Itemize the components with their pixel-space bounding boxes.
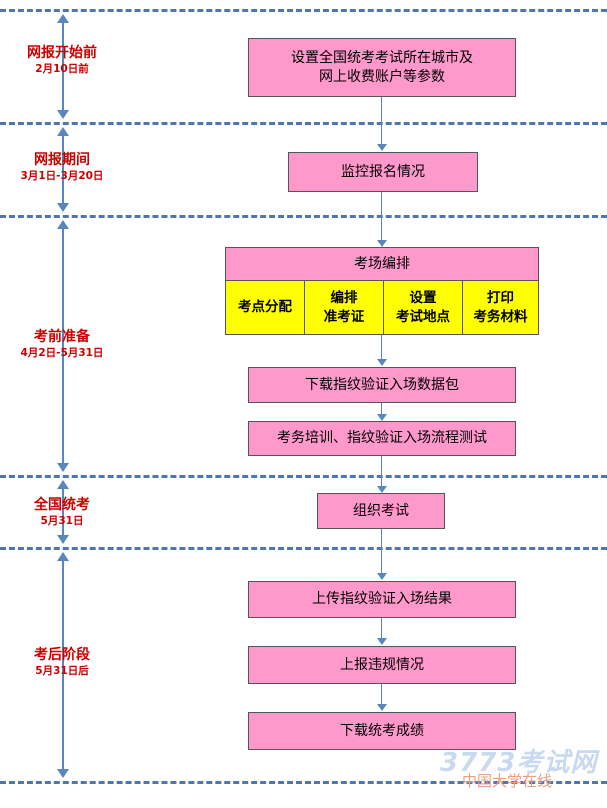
step-report-violations: 上报违规情况 [248, 646, 516, 684]
phase-label: 网报期间 3月1日-3月20日 [0, 151, 124, 184]
flow-arrowhead [377, 486, 387, 493]
phase-label: 网报开始前 2月10日前 [0, 44, 124, 77]
watermark-text: 中国大学在线 [462, 772, 553, 790]
phase-title: 考前准备 [34, 329, 90, 345]
substep-site-allocation: 考点分配 [225, 280, 305, 335]
flow-arrowhead [377, 638, 387, 645]
substep-admission-ticket: 编排 准考证 [304, 280, 384, 335]
flow-arrowhead [377, 704, 387, 711]
flow-arrowhead [377, 573, 387, 580]
phase-date: 2月10日前 [35, 63, 89, 75]
flow-arrowhead [377, 240, 387, 247]
phase-title: 网报期间 [34, 152, 90, 168]
flow-connector [381, 335, 382, 359]
phase-date: 5月31日 [40, 515, 84, 527]
step-set-parameters: 设置全国统考考试所在城市及 网上收费账户等参数 [248, 38, 516, 97]
flow-connector [381, 618, 382, 638]
flow-arrowhead [377, 359, 387, 366]
flow-connector [381, 403, 382, 414]
watermark-logo: 3773考试网 [440, 748, 598, 778]
step-upload-results: 上传指纹验证入场结果 [248, 581, 516, 618]
flow-connector [381, 684, 382, 704]
step-download-scores: 下载统考成绩 [248, 712, 516, 750]
phase-date: 3月1日-3月20日 [20, 170, 104, 182]
phase-date: 5月31日后 [35, 665, 89, 677]
phase-label: 考后阶段 5月31日后 [0, 646, 124, 679]
phase-label: 考前准备 4月2日-5月31日 [0, 328, 124, 361]
step-organize-exam: 组织考试 [317, 493, 445, 529]
substep-exam-location: 设置 考试地点 [383, 280, 463, 335]
phase-divider [0, 215, 607, 218]
flow-arrowhead [377, 144, 387, 151]
flow-connector [381, 529, 382, 573]
step-download-fingerprint-package: 下载指纹验证入场数据包 [248, 367, 516, 403]
phase-title: 网报开始前 [27, 45, 97, 61]
phase-title: 全国统考 [34, 497, 90, 513]
phase-divider [0, 475, 607, 478]
phase-date: 4月2日-5月31日 [20, 347, 104, 359]
flow-arrowhead [377, 414, 387, 421]
phase-divider [0, 781, 607, 784]
flow-connector [381, 97, 382, 144]
phase-label: 全国统考 5月31日 [0, 496, 124, 529]
phase-divider [0, 122, 607, 125]
substep-print-materials: 打印 考务材料 [462, 280, 539, 335]
step-exam-arrangement: 考场编排 [225, 247, 539, 281]
step-training-and-testing: 考务培训、指纹验证入场流程测试 [248, 421, 516, 456]
step-monitor-registration: 监控报名情况 [288, 152, 478, 192]
phase-divider [0, 547, 607, 550]
phase-title: 考后阶段 [34, 647, 90, 663]
flow-connector [381, 192, 382, 240]
flow-connector [381, 456, 382, 486]
phase-divider [0, 9, 607, 12]
